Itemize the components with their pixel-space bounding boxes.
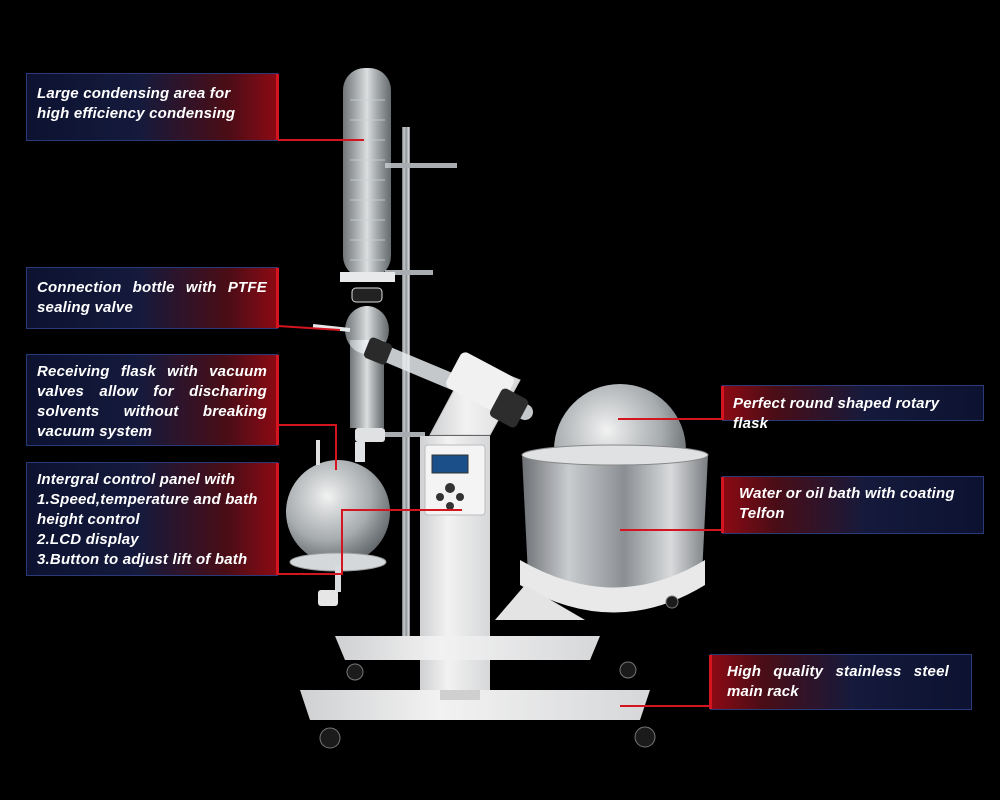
callout-bath-text: Water or oil bath with coating Telfon — [739, 485, 955, 522]
callout-rotary: Perfect round shaped rotary flask — [721, 385, 984, 432]
callout-receiving-text: Receiving flask with vacuum valves allow… — [37, 363, 267, 440]
callout-control-text: Intergral control panel with 1.Speed,tem… — [37, 471, 258, 568]
ptfe-valve — [351, 287, 383, 303]
callout-bath: Water or oil bath with coating Telfon — [721, 476, 984, 534]
callout-rack-text: High quality stainless steel main rack — [727, 663, 949, 700]
clamp-mid — [385, 270, 433, 275]
clamp-low — [380, 432, 425, 437]
callout-condenser: Large condensing area for high efficienc… — [26, 73, 279, 141]
callout-receiving: Receiving flask with vacuum valves allow… — [26, 354, 279, 446]
base-rack — [300, 690, 650, 720]
panel-button — [445, 483, 455, 493]
clamp-top — [385, 163, 457, 168]
support-rod — [402, 127, 410, 637]
callout-condenser-text: Large condensing area for high efficienc… — [37, 85, 236, 122]
callout-connection: Connection bottle with PTFE sealing valv… — [26, 267, 279, 329]
lcd-display — [431, 454, 469, 474]
heating-bath — [522, 455, 708, 588]
receiving-flask — [286, 460, 390, 564]
callout-rotary-text: Perfect round shaped rotary flask — [733, 395, 940, 432]
callout-connection-text: Connection bottle with PTFE sealing valv… — [37, 279, 267, 316]
callout-rack: High quality stainless steel main rack — [709, 654, 972, 710]
callout-control: Intergral control panel with 1.Speed,tem… — [26, 462, 279, 576]
condenser-joint — [340, 272, 395, 282]
